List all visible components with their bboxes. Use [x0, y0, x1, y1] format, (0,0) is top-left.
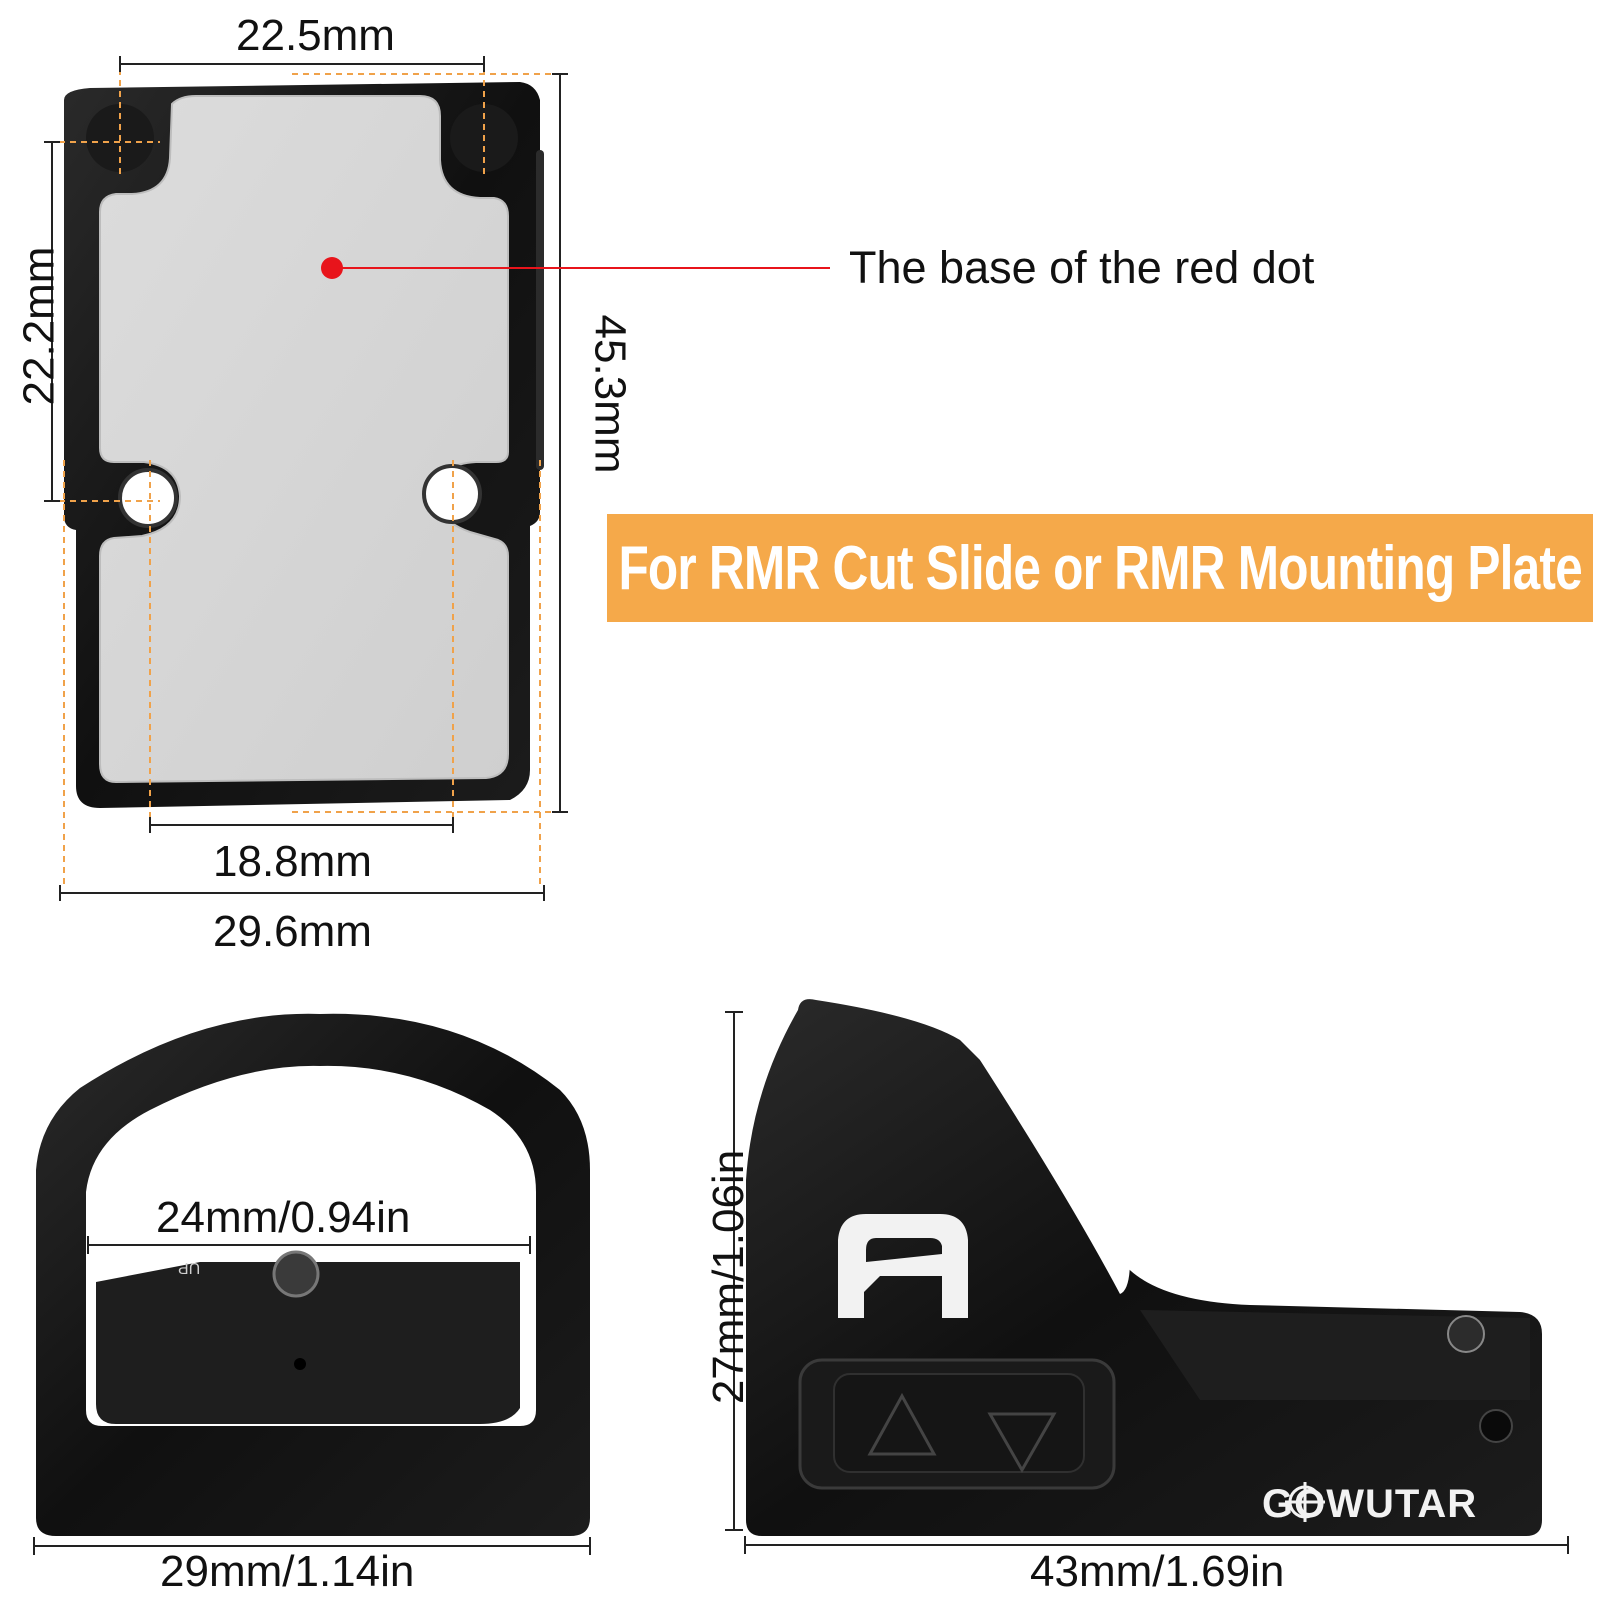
callout-base-label: The base of the red dot	[849, 242, 1315, 293]
dimension-lines	[44, 56, 568, 901]
brand-crosshair-icon	[1285, 1482, 1325, 1522]
button-panel-inner	[833, 1373, 1085, 1473]
side-rear-deck	[1140, 1310, 1530, 1400]
banner-text: For RMR Cut Slide or RMR Mounting Plate	[618, 533, 1582, 603]
top-adjuster	[1447, 1315, 1485, 1353]
dim-label-hole-spacing: 18.8mm	[213, 837, 372, 886]
dim-label-side-length: 43mm/1.69in	[1030, 1547, 1285, 1596]
base-plate-view	[44, 56, 830, 901]
dim-label-top-width: 22.5mm	[236, 11, 395, 60]
dim-label-left-height: 22.2mm	[14, 246, 64, 406]
dim-label-overall-length: 45.3mm	[585, 314, 635, 474]
logo-letter-a	[838, 1214, 968, 1318]
dimension-guides	[48, 58, 560, 888]
up-mark-label: UP	[178, 1259, 201, 1276]
side-view	[725, 999, 1569, 1554]
side-screw	[1479, 1409, 1513, 1443]
red-dot-marker	[321, 257, 343, 279]
base-pin	[294, 1358, 306, 1370]
brand-logo-text: GOWUTAR	[1262, 1482, 1478, 1526]
side-lens-opening	[980, 1047, 1130, 1294]
button-down-triangle-icon[interactable]	[987, 1412, 1057, 1474]
front-view	[33, 1013, 591, 1555]
adjust-screw	[272, 1250, 320, 1298]
dim-label-front-width: 29mm/1.14in	[160, 1547, 415, 1596]
side-button-ridge	[536, 150, 544, 470]
compatibility-banner: For RMR Cut Slide or RMR Mounting Plate	[607, 514, 1593, 622]
base-plate-surface	[99, 95, 509, 784]
banner-background	[607, 514, 1593, 622]
dim-label-plate-width: 29.6mm	[213, 907, 372, 956]
button-up-triangle-icon[interactable]	[867, 1392, 937, 1456]
dim-label-side-height: 27mm/1.06in	[704, 1149, 754, 1405]
screw-hole-left	[118, 468, 178, 528]
dim-label-window-width: 24mm/0.94in	[156, 1193, 411, 1242]
front-inner-base	[96, 1262, 520, 1424]
